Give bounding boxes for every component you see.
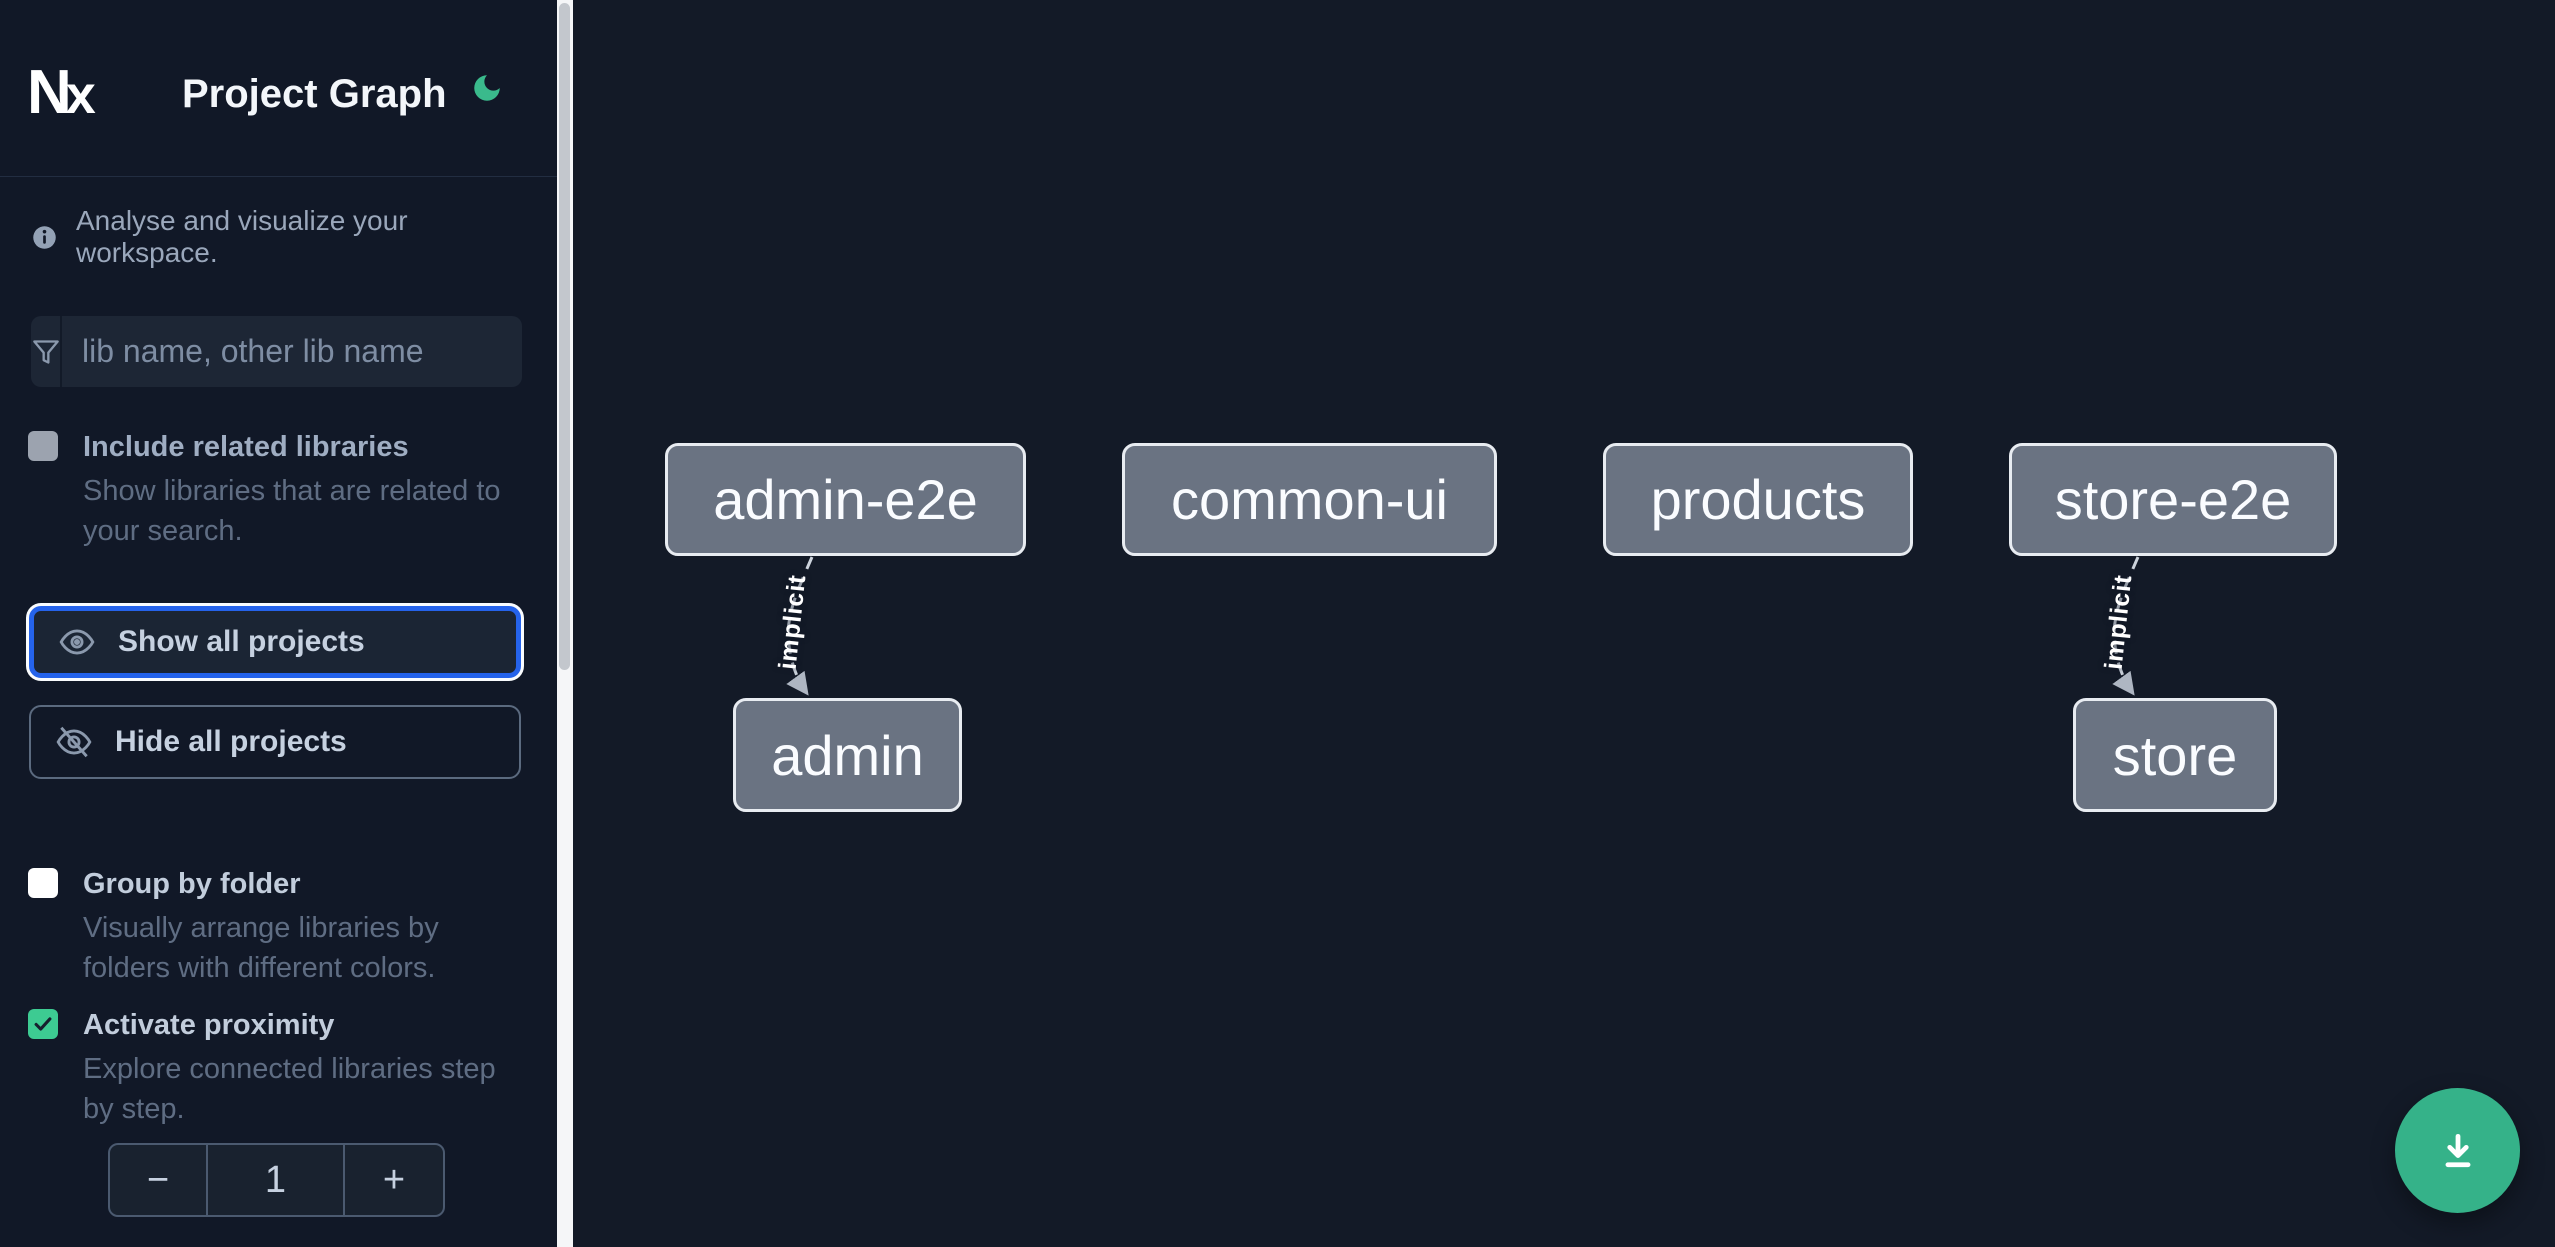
project-node-products[interactable]: products [1603, 443, 1913, 556]
description-line: Visually arrange libraries by [83, 912, 439, 944]
project-node-store-e2e[interactable]: store-e2e [2009, 443, 2337, 556]
filter-funnel-icon [31, 316, 62, 387]
nx-logo: Nx [27, 58, 127, 128]
increment-button[interactable]: + [343, 1145, 443, 1215]
option-activate-proximity: Activate proximity Explore connected lib… [28, 1007, 508, 1129]
info-text: Analyse and visualize your workspace. [76, 205, 408, 268]
show-all-projects-button[interactable]: Show all projects [29, 606, 521, 678]
hide-all-projects-button[interactable]: Hide all projects [29, 705, 521, 779]
download-icon [2445, 1133, 2470, 1167]
group-by-folder-checkbox[interactable] [28, 868, 58, 898]
download-image-button[interactable] [2395, 1088, 2520, 1213]
option-label: Activate proximity [83, 1009, 335, 1041]
dependency-edges [786, 556, 2140, 696]
nx-logo-x: x [65, 65, 96, 125]
option-description: Visually arrange libraries by folders wi… [83, 908, 508, 988]
info-row: Analyse and visualize your workspace. [31, 205, 531, 269]
graph-canvas[interactable]: implicit implicit admin-e2e common-ui pr… [573, 0, 2555, 1247]
description-line: Show libraries that are related to [83, 475, 501, 507]
proximity-depth-value: 1 [264, 1158, 287, 1201]
filter-input[interactable] [62, 316, 522, 387]
sidebar-scrollbar [557, 0, 573, 1247]
sidebar: Nx Project Graph Analyse and visualize y… [0, 0, 557, 1247]
nx-logo-n: N [27, 58, 72, 127]
edge-store-e2e-to-store [2112, 556, 2140, 696]
description-line: your search. [83, 515, 243, 547]
project-node-admin[interactable]: admin [733, 698, 962, 812]
show-all-projects-label: Show all projects [118, 625, 365, 658]
eye-icon [59, 629, 95, 655]
sidebar-header: Nx Project Graph [0, 0, 557, 176]
description-line: folders with different colors. [83, 952, 436, 984]
header-divider [0, 176, 557, 177]
include-related-libraries-checkbox[interactable] [28, 431, 58, 461]
hide-all-projects-label: Hide all projects [115, 725, 347, 758]
check-icon [34, 1017, 52, 1031]
filter-input-group [31, 316, 522, 387]
description-line: Explore connected libraries step [83, 1053, 496, 1085]
option-description: Explore connected libraries step by step… [83, 1049, 508, 1129]
theme-toggle-moon-icon[interactable] [470, 71, 504, 105]
project-node-admin-e2e[interactable]: admin-e2e [665, 443, 1026, 556]
option-label: Group by folder [83, 868, 301, 900]
edge-admin-e2e-to-admin [786, 556, 814, 696]
project-node-common-ui[interactable]: common-ui [1122, 443, 1497, 556]
page-title: Project Graph [182, 72, 447, 116]
option-label: Include related libraries [83, 431, 409, 463]
proximity-depth-stepper: − 1 + [108, 1143, 445, 1217]
eye-off-icon [56, 726, 92, 758]
option-description: Show libraries that are related to your … [83, 471, 508, 551]
project-node-store[interactable]: store [2073, 698, 2277, 812]
activate-proximity-checkbox[interactable] [28, 1009, 58, 1039]
sidebar-scrollbar-thumb[interactable] [559, 3, 570, 670]
decrement-button[interactable]: − [110, 1145, 208, 1215]
option-include-related-libraries: Include related libraries Show libraries… [28, 429, 508, 551]
description-line: by step. [83, 1093, 185, 1125]
info-icon [33, 225, 56, 249]
option-group-by-folder: Group by folder Visually arrange librari… [28, 866, 508, 988]
